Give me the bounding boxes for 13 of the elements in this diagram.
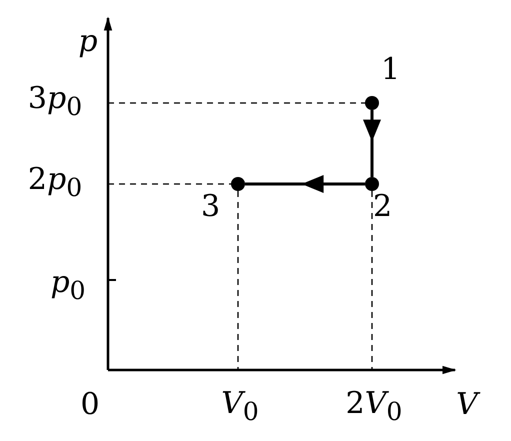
process-arrow — [363, 110, 381, 177]
axis-label: V — [456, 389, 478, 421]
point-number: 1 — [381, 54, 400, 86]
tick-label: 3p$_{0}$ — [28, 83, 82, 123]
tick-label: 2p$_{0}$ — [28, 164, 82, 204]
process-arrow — [245, 175, 365, 193]
point-number: 2 — [373, 191, 392, 223]
axis-label: p — [78, 26, 98, 58]
origin-label: 0 — [80, 389, 100, 421]
point-number: 3 — [201, 191, 220, 223]
tick-label: p$_{0}$ — [50, 267, 86, 307]
tick-label: 2V$_{0}$ — [346, 388, 402, 428]
tick-label: V$_{0}$ — [221, 388, 259, 428]
